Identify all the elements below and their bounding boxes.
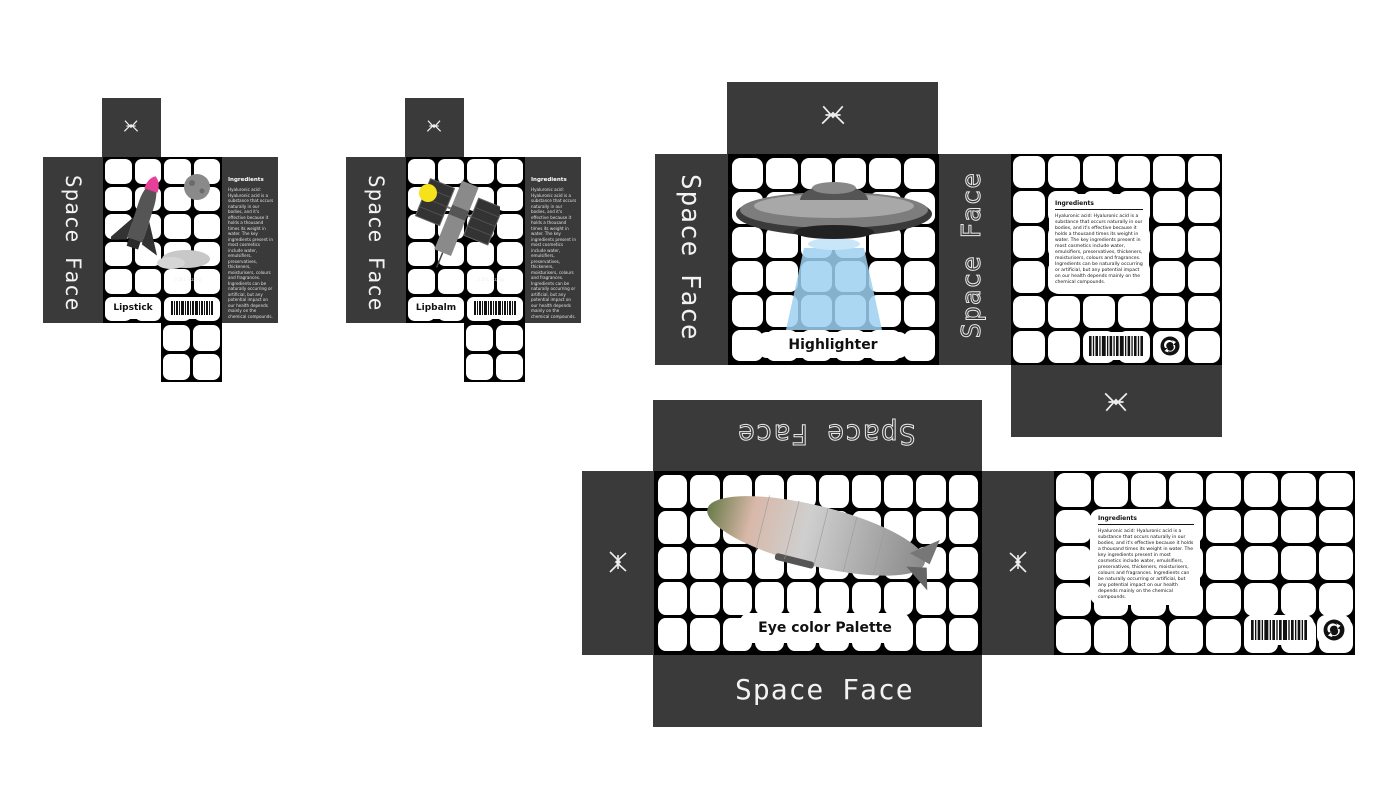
- palette-side-left: [582, 471, 654, 655]
- ingredients-block: Ingredients Hyaluronic acid: Hyaluronic …: [531, 177, 577, 319]
- barcode-icon: [1251, 620, 1307, 640]
- palette-side-right: [982, 471, 1054, 655]
- highlighter-top-flap: [727, 82, 938, 154]
- lipstick-bottom-flap: [161, 323, 222, 382]
- brand-logo-icon: [609, 551, 627, 573]
- barcode-area: [467, 297, 522, 319]
- product-label: Lipbalm: [409, 297, 463, 319]
- highlighter-back: Ingredients Hyaluronic acid: Hyaluronic …: [1011, 154, 1222, 365]
- ingredients-block: Ingredients Hyaluronic acid: Hyaluronic …: [1090, 509, 1200, 605]
- lipbalm-bottom-flap: [464, 323, 525, 382]
- highlighter-bottom-flap: [1011, 365, 1222, 437]
- telescope-satellite-art: [414, 177, 500, 268]
- barcode-icon: [473, 301, 516, 315]
- product-label: Highlighter: [758, 332, 908, 358]
- barcode-icon: [1089, 336, 1143, 356]
- highlighter-side-right: Space Face: [939, 154, 1011, 365]
- volume-label: 3.5FL Oz/5g: [477, 278, 504, 283]
- space-shuttle-lipstick-art: [111, 174, 210, 269]
- barcode-area: [164, 297, 219, 319]
- zeppelin-art: [707, 495, 940, 591]
- brand-logo-icon: [123, 120, 139, 132]
- highlighter-front: Highlighter: [728, 154, 939, 365]
- recycle-icon: [1160, 336, 1179, 356]
- brand-name: Space Face: [61, 175, 85, 312]
- recycle-area: [1317, 615, 1351, 645]
- recycle-icon: [1323, 619, 1345, 641]
- lipstick-side-right: Ingredients Hyaluronic acid: Hyaluronic …: [174, 157, 278, 323]
- barcode-area: [1083, 332, 1149, 360]
- lipbalm-side-left: Space Face: [346, 157, 406, 323]
- lipbalm-top-flap: [405, 98, 464, 157]
- brand-name: Space Face: [364, 175, 388, 312]
- palette-top-flap: Space Face: [653, 400, 982, 471]
- recycle-area: [1154, 332, 1185, 360]
- brand-name-rotated: Space Face: [737, 418, 917, 452]
- highlighter-side-left: Space Face: [655, 154, 728, 365]
- ufo-beam-art: [736, 182, 932, 330]
- volume-label: 3.5FL Oz/5g: [174, 278, 201, 283]
- palette-bottom-flap: Space Face: [653, 655, 982, 727]
- brand-name-rotated: Space Face: [957, 172, 988, 340]
- brand-logo-icon: [821, 105, 845, 125]
- barcode-icon: [170, 301, 213, 315]
- brand-logo-icon: [1104, 392, 1128, 412]
- palette-back: Ingredients Hyaluronic acid: Hyaluronic …: [1054, 471, 1355, 655]
- brand-logo-icon: [1009, 551, 1027, 573]
- palette-front: Eye color Palette: [654, 471, 982, 655]
- brand-name: Space Face: [675, 174, 705, 341]
- barcode-area: [1244, 615, 1314, 645]
- ingredients-block: Ingredients Hyaluronic acid: Hyaluronic …: [228, 177, 274, 319]
- brand-name: Space Face: [735, 673, 914, 706]
- lipbalm-side-right: Ingredients Hyaluronic acid: Hyaluronic …: [477, 157, 581, 323]
- lipstick-top-flap: [102, 98, 161, 157]
- lipstick-side-left: Space Face: [43, 157, 103, 323]
- lipstick-front: Lipstick: [103, 157, 222, 323]
- brand-logo-icon: [426, 120, 442, 132]
- ingredients-block: Ingredients Hyaluronic acid: Hyaluronic …: [1049, 194, 1149, 294]
- product-label: Lipstick: [106, 297, 160, 319]
- lipbalm-front: Lipbalm: [406, 157, 525, 323]
- product-label: Eye color Palette: [740, 613, 910, 643]
